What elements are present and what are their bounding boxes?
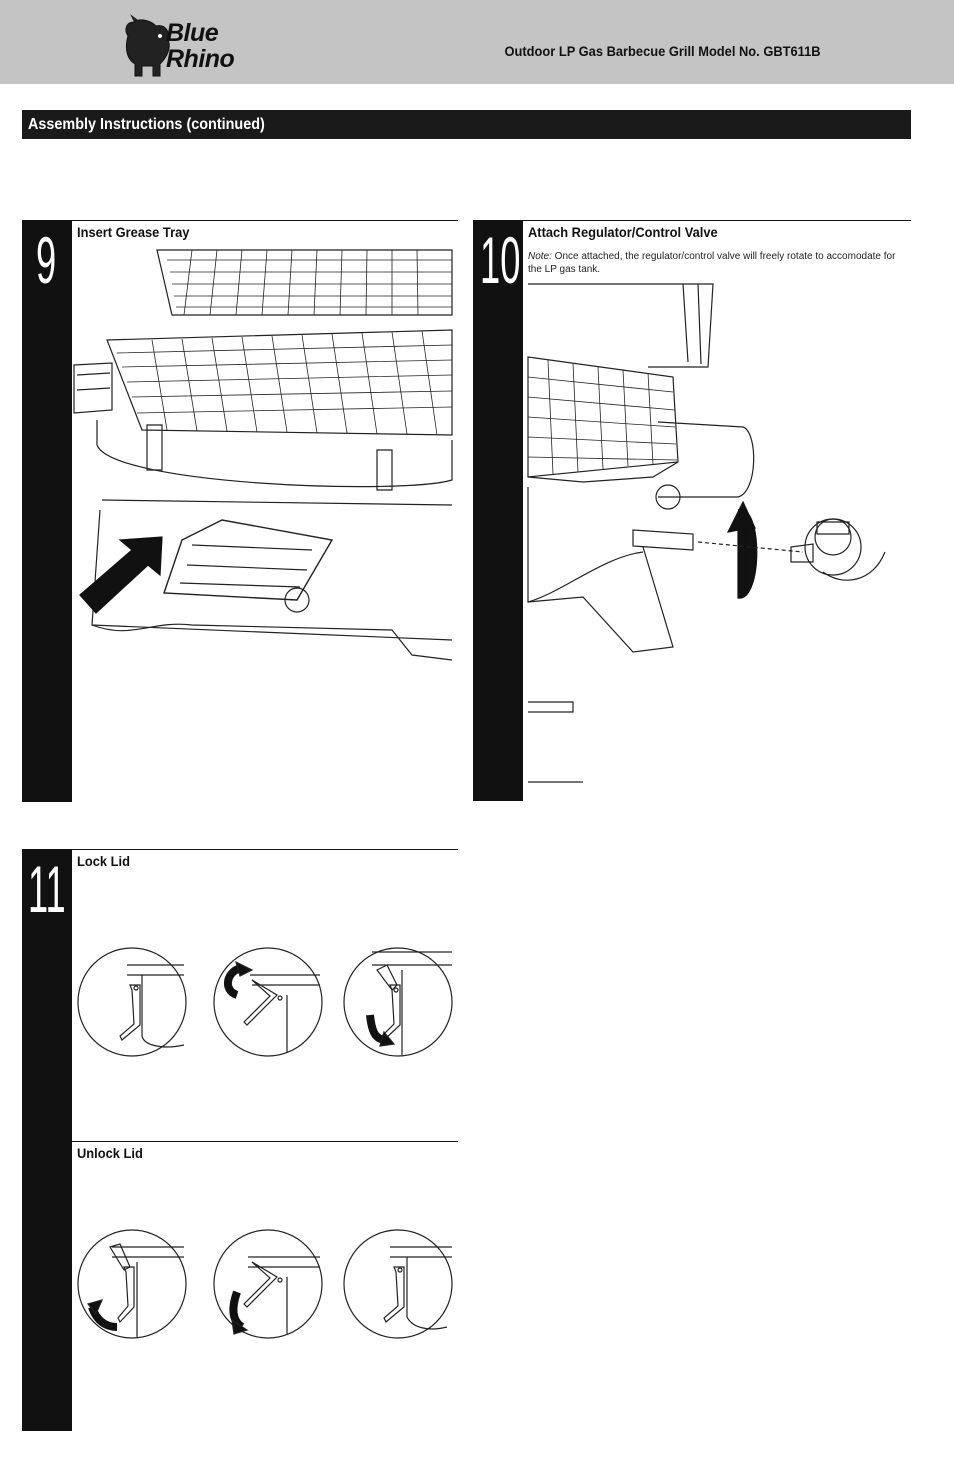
lock-step-2 (213, 947, 323, 1057)
step-title: Insert Grease Tray (77, 224, 190, 240)
step-9-column: 9 (22, 220, 72, 802)
brand-wordmark: Blue Rhino (166, 19, 235, 73)
grease-tray-illustration (73, 249, 453, 661)
step-11-column: 11 (22, 849, 72, 1431)
brand-line-1: Blue (166, 19, 219, 47)
divider (72, 220, 458, 221)
step-number: 11 (28, 852, 66, 926)
section-heading: Assembly Instructions (continued) (28, 116, 265, 133)
note-text: Once attached, the regulator/control val… (528, 251, 896, 275)
step-title: Attach Regulator/Control Valve (528, 224, 718, 240)
step-number: 9 (36, 223, 57, 297)
page-header: Blue Rhino Outdoor LP Gas Barbecue Grill… (0, 0, 954, 84)
note-label: Note: (528, 251, 552, 262)
divider (72, 849, 458, 850)
step-subtitle: Unlock Lid (77, 1145, 143, 1161)
lock-lid-illustrations (77, 947, 453, 1057)
unlock-lid-illustrations (77, 1229, 453, 1339)
regulator-illustration (527, 283, 886, 783)
unlock-step-2 (213, 1229, 323, 1339)
section-heading-bar: Assembly Instructions (continued) (22, 110, 911, 139)
lock-step-1 (77, 947, 187, 1057)
unlock-step-3 (343, 1229, 453, 1339)
rhino-logo-icon (125, 14, 170, 77)
document-title: Outdoor LP Gas Barbecue Grill Model No. … (504, 43, 821, 59)
divider (72, 1141, 458, 1142)
step-10-column: 10 (473, 220, 523, 801)
divider (523, 220, 911, 221)
lock-step-3 (343, 947, 453, 1057)
step-note: Note: Once attached, the regulator/contr… (528, 250, 906, 276)
unlock-step-1 (77, 1229, 187, 1339)
step-number: 10 (480, 223, 521, 297)
step-title: Lock Lid (77, 853, 130, 869)
brand-line-2: Rhino (166, 45, 235, 73)
